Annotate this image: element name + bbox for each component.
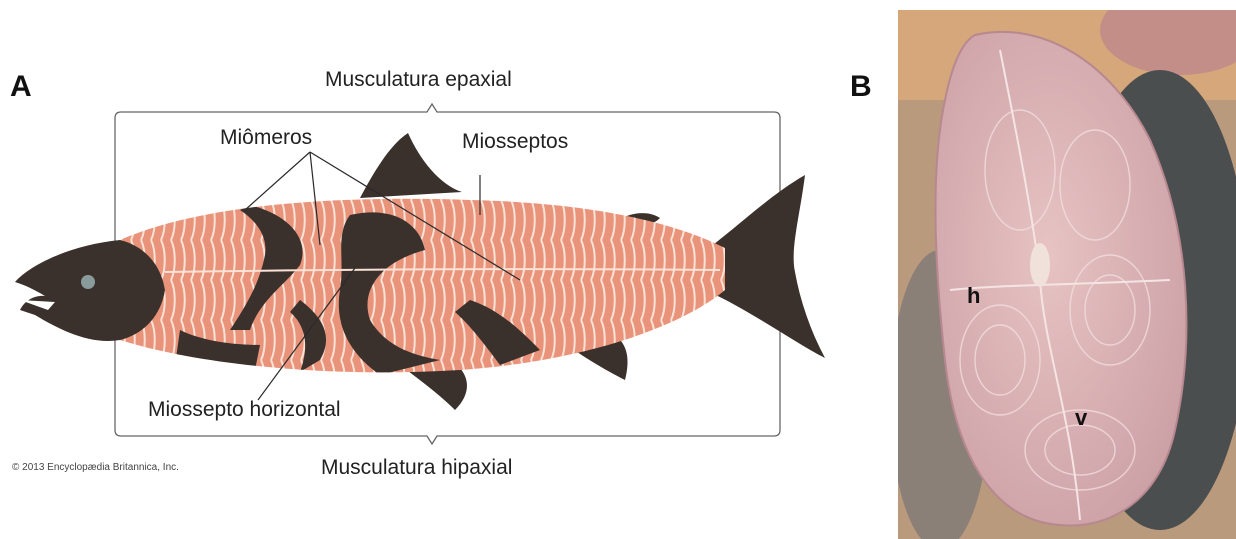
label-v: v — [1075, 405, 1087, 431]
label-h: h — [967, 283, 980, 309]
